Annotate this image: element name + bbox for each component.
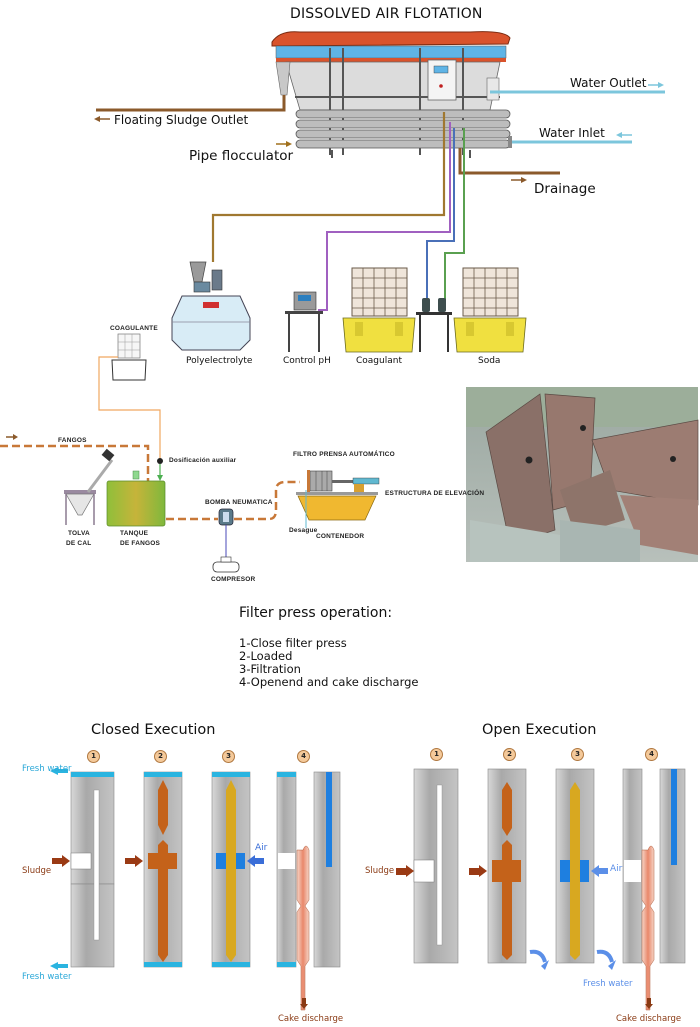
open-step-1-plates: [413, 768, 459, 964]
operation-step: 2-Loaded: [239, 649, 293, 663]
water-outlet-label: Water Outlet: [570, 76, 647, 90]
bomba-neumatica: [218, 508, 234, 560]
arrow-left-icon: [616, 132, 622, 138]
open-sludge-label: Sludge: [365, 866, 395, 876]
arrow-right-icon: [62, 855, 70, 867]
sludge-feed-line: [166, 480, 300, 521]
coagulante-tank: [111, 333, 147, 381]
fangos-label: FANGOS: [58, 437, 87, 444]
closed-fresh-water-bottom-label: Fresh water: [22, 972, 72, 982]
open-step-badge-4: 4: [645, 748, 658, 761]
closed-step-4-plates: [276, 771, 341, 1011]
drainage-label: Drainage: [534, 181, 596, 197]
open-step-badge-2: 2: [503, 748, 516, 761]
open-step-badge-3: 3: [571, 748, 584, 761]
drainage-pipe: [458, 148, 560, 175]
open-fresh-water-label: Fresh water: [583, 979, 633, 989]
valve-icon: [157, 458, 163, 464]
arrow-right-icon: [658, 82, 664, 88]
filtro-label: FILTRO PRENSA AUTOMÁTICO: [293, 451, 395, 458]
operation-step: 1-Close filter press: [239, 636, 347, 650]
closed-cake-discharge-label: Cake discharge: [278, 1014, 344, 1024]
closed-fresh-water-top-label: Fresh water: [22, 764, 72, 774]
tanque-de-fangos: [106, 470, 166, 527]
dosing-pumps: [416, 298, 452, 352]
closed-step-badge-3: 3: [222, 750, 235, 763]
desague-label: Desague: [289, 527, 318, 534]
open-step-badge-1: 1: [430, 748, 443, 761]
arrow-right-icon: [406, 865, 414, 877]
tolva-label-2: DE CAL: [66, 540, 92, 547]
arrow-down-icon: [645, 1004, 653, 1009]
bomba-label: BOMBA NEUMATICA: [205, 499, 273, 506]
operation-step: 4-Openend and cake discharge: [239, 675, 419, 689]
closed-step-badge-4: 4: [297, 750, 310, 763]
compresor: [212, 556, 240, 573]
arrow-right-icon: [13, 434, 18, 440]
closed-step-3-plates: [211, 771, 251, 968]
ph-dosing-line: [318, 122, 451, 311]
fangos-line: [0, 444, 150, 482]
open-step-3-plates: [555, 768, 595, 964]
tolva-label-1: TOLVA: [68, 530, 90, 537]
closed-execution-diagram: [50, 767, 341, 1011]
operation-step: 3-Filtration: [239, 662, 301, 676]
closed-sludge-label: Sludge: [22, 866, 52, 876]
coagulant-ibc: [342, 267, 416, 353]
control-ph-label: Control pH: [283, 356, 331, 366]
operation-steps-list: 1-Close filter press 2-Loaded 3-Filtrati…: [239, 637, 419, 689]
arrow-right-icon: [521, 177, 527, 183]
curved-arrow-icon: [596, 949, 614, 963]
closed-step-2-plates: [143, 771, 183, 968]
polyelectrolyte-tank: [171, 261, 251, 351]
open-step-2-plates: [487, 768, 527, 964]
arrow-left-icon: [247, 855, 255, 867]
curved-arrow-icon: [529, 949, 547, 963]
poly-dosing-line: [211, 112, 446, 262]
open-execution-diagram: [396, 768, 686, 1011]
tolva-de-cal: [64, 448, 115, 525]
soda-ibc: [453, 267, 527, 353]
arrow-left-icon: [50, 962, 58, 970]
open-execution-title: Open Execution: [482, 722, 597, 738]
open-air-label: Air: [610, 864, 623, 874]
compresor-label: COMPRESOR: [211, 576, 256, 583]
closed-step-badge-2: 2: [154, 750, 167, 763]
floating-sludge-outlet-label: Floating Sludge Outlet: [114, 113, 249, 127]
pipe-flocculator-label: Pipe flocculator: [189, 148, 294, 164]
contenedor-label: CONTENEDOR: [316, 533, 365, 540]
coagulante-label: COAGULANTE: [110, 325, 158, 332]
arrow-right-icon: [135, 855, 143, 867]
tanque-label-1: TANQUE: [120, 530, 149, 537]
closed-step-1-plates: [70, 771, 115, 968]
ph-controller: [285, 291, 323, 352]
soda-label: Soda: [478, 356, 501, 366]
estructura-label: ESTRUCTURA DE ELEVACIÓN: [385, 490, 485, 497]
arrow-right-icon: [479, 865, 487, 877]
dosificacion-label: Dosificación auxiliar: [169, 457, 237, 464]
daf-title: DISSOLVED AIR FLOTATION: [290, 6, 483, 22]
polyelectrolyte-label: Polyelectrolyte: [186, 356, 253, 366]
daf-unit: [271, 31, 511, 158]
water-inlet-label: Water Inlet: [539, 126, 605, 140]
filter-plates-photo: [466, 387, 699, 562]
filtro-prensa: [296, 470, 380, 528]
operation-title: Filter press operation:: [239, 605, 393, 621]
arrow-down-icon: [300, 1004, 308, 1009]
open-cake-discharge-label: Cake discharge: [616, 1014, 682, 1024]
coag-dosing-line: [426, 128, 455, 300]
coagulante-line: [98, 356, 161, 462]
closed-execution-title: Closed Execution: [91, 722, 216, 738]
tanque-label-2: DE FANGOS: [120, 540, 161, 547]
open-step-4-plates: [622, 768, 686, 1011]
floating-sludge-pipe: [96, 95, 286, 112]
arrow-left-icon: [50, 767, 58, 775]
arrow-left-icon: [591, 865, 599, 877]
coagulant-label: Coagulant: [356, 356, 402, 366]
closed-step-badge-1: 1: [87, 750, 100, 763]
soda-dosing-line: [444, 128, 465, 300]
closed-air-label: Air: [255, 843, 268, 853]
